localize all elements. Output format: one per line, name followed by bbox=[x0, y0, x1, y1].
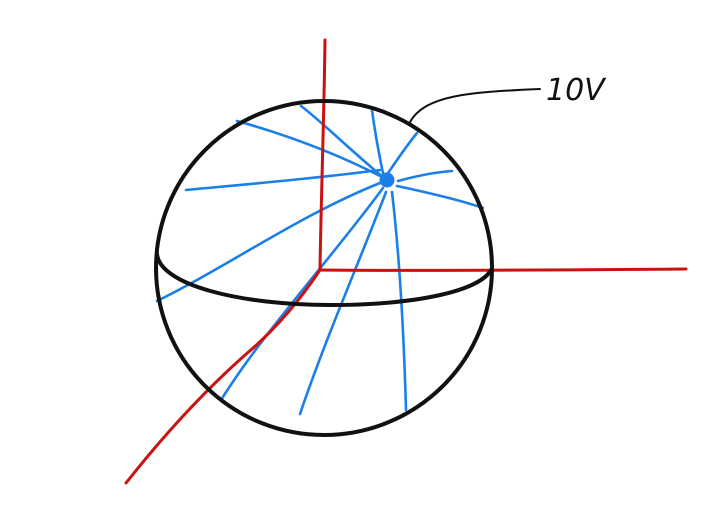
y-axis bbox=[124, 268, 322, 485]
field-line bbox=[184, 168, 382, 192]
sphere bbox=[154, 99, 494, 437]
sphere-equator bbox=[155, 252, 493, 307]
field-line bbox=[235, 119, 386, 180]
field-lines bbox=[155, 104, 485, 416]
annotation-label: 10V bbox=[546, 73, 607, 108]
point-charge-dot-icon bbox=[379, 172, 395, 188]
field-line bbox=[370, 108, 386, 180]
field-line bbox=[299, 104, 386, 180]
field-line bbox=[298, 190, 388, 416]
annotation-leader-line bbox=[409, 88, 541, 123]
field-line bbox=[219, 186, 385, 402]
field-line bbox=[384, 131, 419, 178]
field-line bbox=[396, 169, 454, 183]
x-axis bbox=[318, 267, 688, 272]
field-line bbox=[155, 181, 382, 303]
field-line bbox=[395, 184, 485, 210]
sphere-outline bbox=[154, 99, 494, 437]
z-axis bbox=[318, 38, 327, 272]
